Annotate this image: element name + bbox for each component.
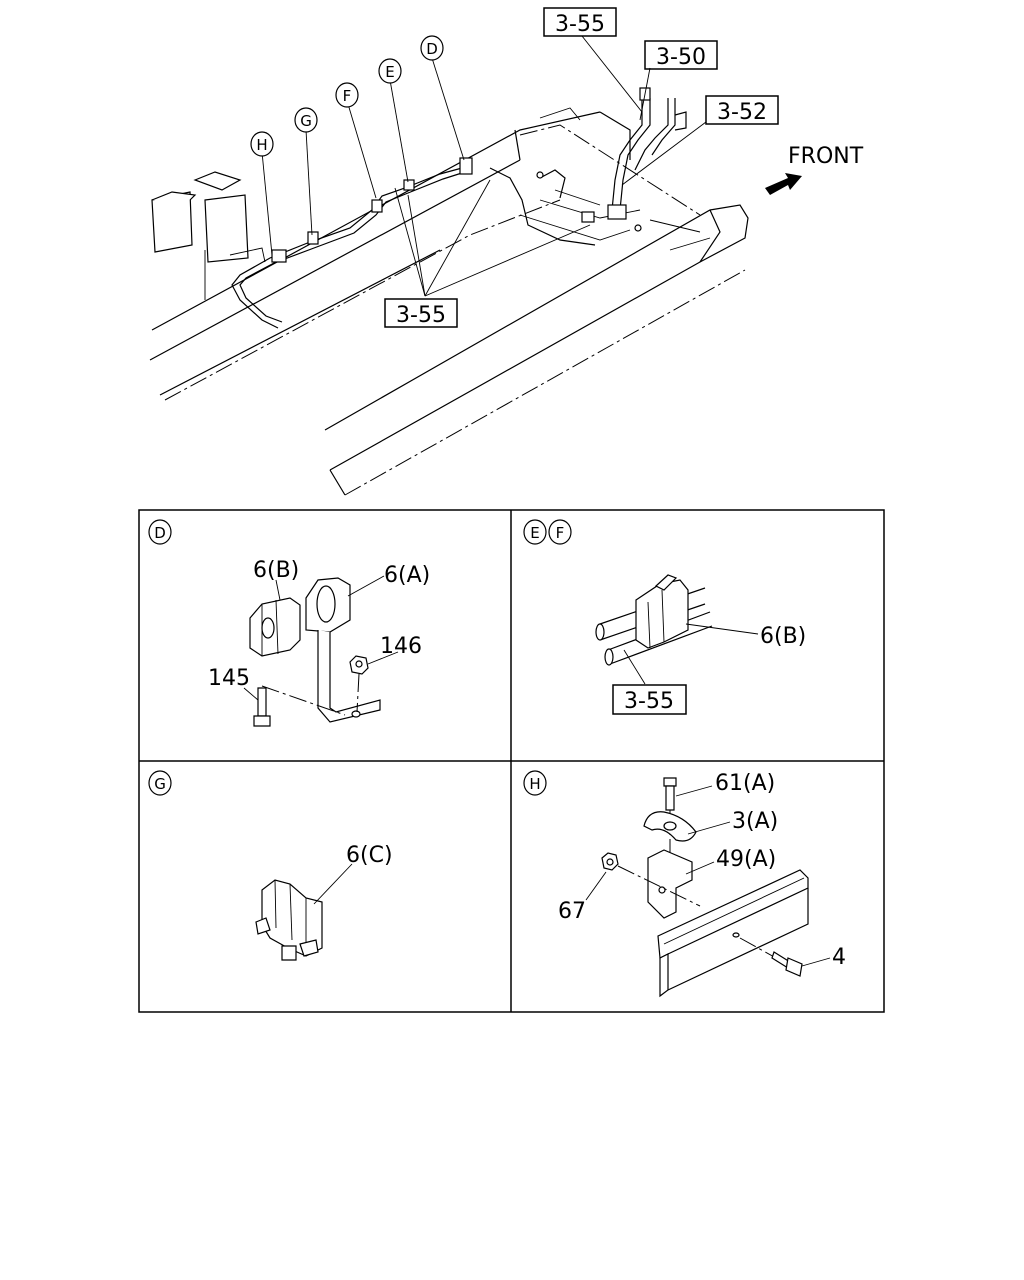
overview-leader-lines <box>261 35 707 297</box>
label-6b: 6(B) <box>253 558 299 583</box>
detail-grid <box>138 509 885 1013</box>
panel-ef-marker-f: F <box>548 519 572 545</box>
front-label: FRONT <box>788 144 864 169</box>
callout-d: D <box>420 35 444 61</box>
svg-text:D: D <box>426 40 438 58</box>
ref-3-55-bottom: 3-55 <box>384 298 458 328</box>
ref-3-50: 3-50 <box>644 40 718 70</box>
ref-ef-3-55: 3-55 <box>612 684 687 715</box>
label-67: 67 <box>558 899 586 924</box>
svg-text:3-50: 3-50 <box>656 45 706 70</box>
label-ef-6b: 6(B) <box>760 624 806 649</box>
label-61a: 61(A) <box>715 771 775 796</box>
callout-h: H <box>250 131 274 157</box>
svg-text:3-55: 3-55 <box>396 303 446 328</box>
panel-h: H 61(A) 3(A) 49(A) 67 4 <box>523 770 846 998</box>
label-6c: 6(C) <box>346 843 393 868</box>
callout-g: G <box>294 107 318 133</box>
label-146: 146 <box>380 634 422 659</box>
svg-text:3-52: 3-52 <box>717 100 767 125</box>
svg-text:3-55: 3-55 <box>555 12 605 37</box>
panel-g: G 6(C) <box>148 770 393 961</box>
panel-g-marker: G <box>148 770 172 796</box>
panel-d: D 6(B) 6(A) 146 145 <box>148 519 430 727</box>
svg-text:H: H <box>256 136 267 154</box>
label-49a: 49(A) <box>716 847 776 872</box>
label-145: 145 <box>208 666 250 691</box>
ref-3-55-top: 3-55 <box>543 7 617 37</box>
callout-f: F <box>335 82 359 108</box>
svg-text:F: F <box>556 524 565 542</box>
ref-3-52: 3-52 <box>705 95 779 125</box>
svg-text:3-55: 3-55 <box>624 689 674 714</box>
svg-text:E: E <box>530 524 539 542</box>
panel-ef: E F 6(B) 3-55 <box>523 519 806 715</box>
label-6a: 6(A) <box>384 563 430 588</box>
svg-text:E: E <box>385 63 394 81</box>
callout-e: E <box>378 58 402 84</box>
panel-h-marker: H <box>523 770 547 796</box>
svg-text:G: G <box>154 775 166 793</box>
svg-text:G: G <box>300 112 312 130</box>
panel-ef-marker-e: E <box>523 519 547 545</box>
front-arrow-icon <box>765 173 802 195</box>
label-4: 4 <box>832 945 846 970</box>
svg-text:F: F <box>343 87 352 105</box>
panel-d-marker: D <box>148 519 172 545</box>
label-3a: 3(A) <box>732 809 778 834</box>
overview-frame-drawing <box>149 87 802 496</box>
svg-text:D: D <box>154 524 166 542</box>
svg-text:H: H <box>529 775 540 793</box>
